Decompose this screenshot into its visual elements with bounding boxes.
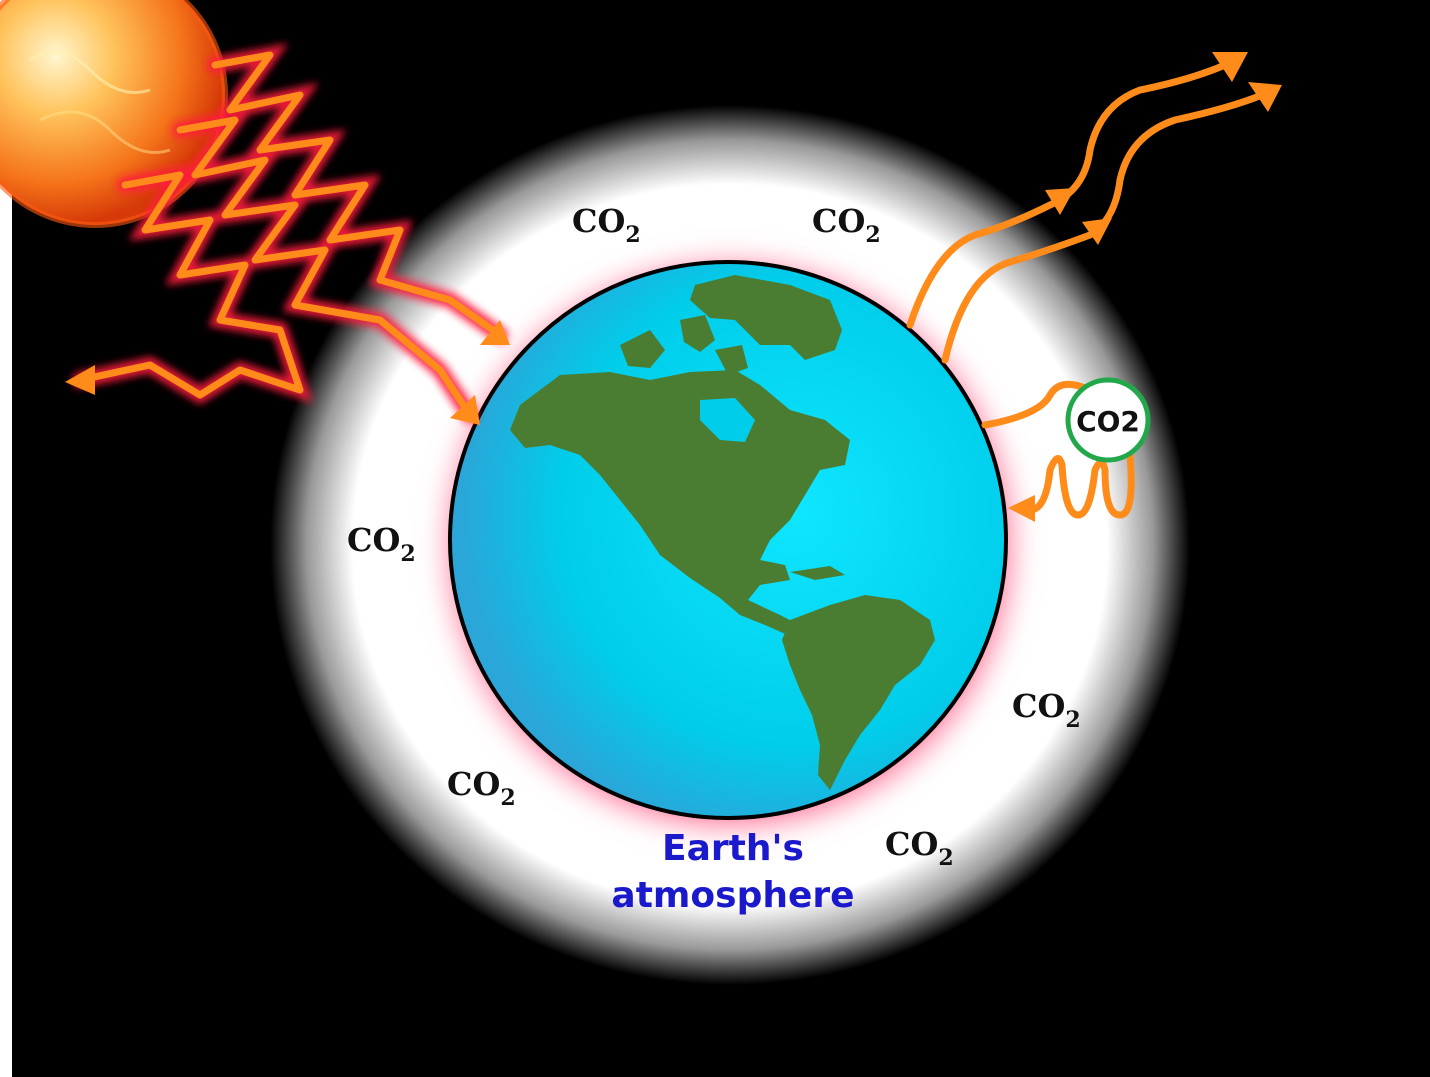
co2-label: CO2 [1012, 687, 1081, 733]
co2-label: CO2 [572, 202, 641, 248]
earth-globe-icon [448, 260, 1008, 820]
reemitted-radiation [981, 380, 1135, 519]
co2-molecule-icon: CO2 [1065, 377, 1151, 463]
svg-text:atmosphere: atmosphere [611, 875, 854, 916]
co2-label: CO2 [347, 521, 416, 567]
co2-label: CO2 [447, 765, 516, 811]
incoming-radiation [65, 43, 510, 425]
co2-label: CO2 [885, 825, 954, 871]
svg-text:Earth's: Earth's [662, 828, 804, 869]
svg-text:CO2: CO2 [347, 521, 416, 567]
sun-icon [0, 0, 228, 228]
svg-text:CO2: CO2 [572, 202, 641, 248]
reemitted-arrowhead [1008, 495, 1035, 522]
svg-text:CO2: CO2 [812, 202, 881, 248]
svg-text:CO2: CO2 [1012, 687, 1081, 733]
svg-text:CO2: CO2 [885, 825, 954, 871]
atmosphere-caption: Earth's atmosphere [611, 828, 854, 916]
co2-label: CO2 [812, 202, 881, 248]
outgoing-arrowheads [1045, 52, 1282, 245]
svg-text:CO2: CO2 [1076, 405, 1140, 438]
svg-text:CO2: CO2 [447, 765, 516, 811]
